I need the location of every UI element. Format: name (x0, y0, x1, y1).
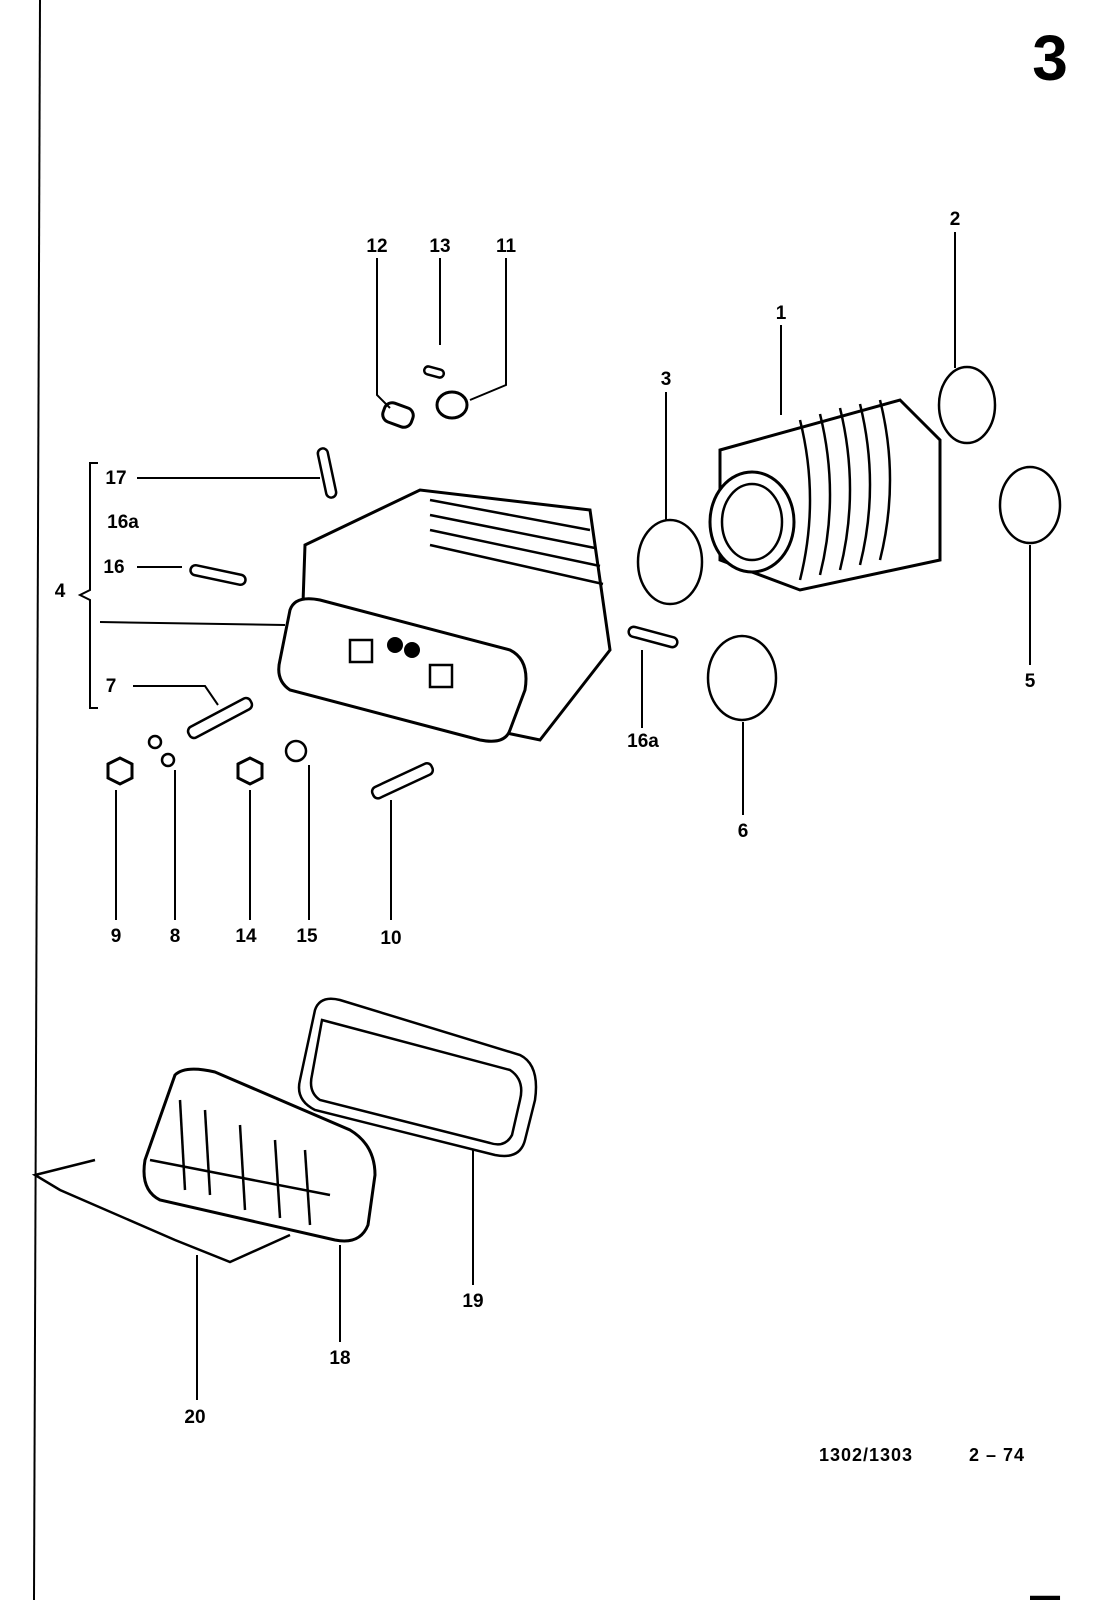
callout-16a-right: 16a (627, 731, 659, 752)
callout-9: 9 (111, 926, 122, 947)
margin-line (33, 0, 41, 1600)
callout-16a-left: 16a (107, 512, 139, 533)
callout-18: 18 (329, 1348, 350, 1369)
callout-3: 3 (661, 369, 672, 390)
callout-13: 13 (429, 236, 450, 257)
callout-16: 16 (103, 557, 124, 578)
callout-6: 6 (738, 821, 749, 842)
callout-17: 17 (105, 468, 126, 489)
gasket-2 (937, 365, 997, 445)
retaining-spring-part (31, 1158, 291, 1264)
callout-4: 4 (55, 581, 66, 602)
page-number: 3 (1032, 22, 1068, 94)
gasket-6 (706, 634, 778, 722)
callout-11: 11 (496, 236, 517, 257)
gasket-3 (636, 518, 704, 606)
small-parts (106, 365, 679, 800)
next-page-number: 7 (1027, 1582, 1063, 1600)
cylinder-part (708, 398, 942, 592)
cylinder-head-part (277, 488, 612, 743)
leader-lines (77, 232, 1031, 1400)
footer-model: 1302/1303 (819, 1445, 913, 1465)
callout-15: 15 (296, 926, 318, 947)
valve-cover-gasket (297, 997, 538, 1158)
valve-cover-gasket-inner (309, 1018, 523, 1146)
callout-20: 20 (184, 1407, 205, 1428)
callout-12: 12 (366, 236, 387, 257)
callout-19: 19 (462, 1291, 483, 1312)
callout-14: 14 (235, 926, 257, 947)
valve-cover-part (142, 1067, 377, 1243)
footer-date: 2 – 74 (969, 1445, 1025, 1465)
callout-5: 5 (1025, 671, 1036, 692)
callout-1: 1 (776, 303, 787, 324)
callout-2: 2 (950, 209, 961, 230)
gasket-5 (998, 465, 1062, 545)
callout-10: 10 (380, 928, 401, 949)
callout-8: 8 (170, 926, 181, 947)
callout-7: 7 (106, 676, 117, 697)
